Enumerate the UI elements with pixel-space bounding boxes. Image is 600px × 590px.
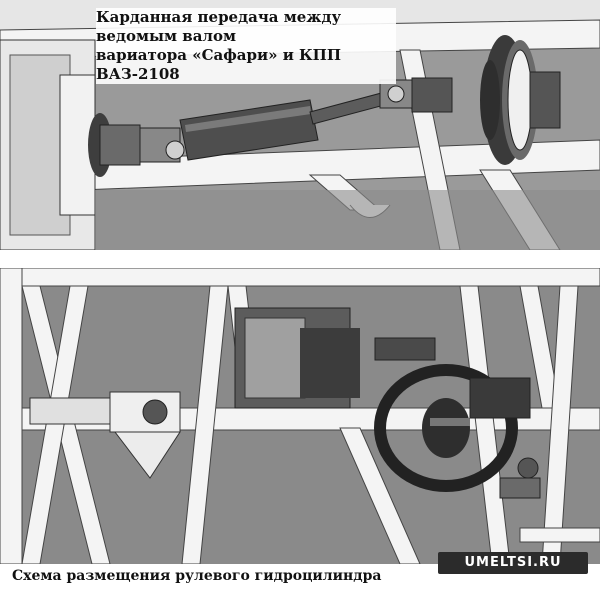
site-watermark: UMELTSI.RU [438, 552, 588, 574]
mount-bracket [113, 431, 181, 479]
brace-left-a [21, 285, 111, 564]
top-caption-line1: Карданная передача между ведомым валом [96, 8, 342, 45]
top-caption-line2: вариатора «Сафари» и КПП ВАЗ-2108 [96, 46, 342, 83]
steering-layout-drawing [0, 268, 600, 564]
steering-cylinder-illustration [0, 268, 600, 564]
frame-rail-top [0, 268, 600, 287]
cardan-shaft [374, 337, 436, 361]
cardan-drive-illustration: Карданная передача между ведомым валом в… [0, 0, 600, 250]
top-caption: Карданная передача между ведомым валом в… [96, 8, 396, 84]
cylinder-mount [142, 399, 168, 425]
brace-left-b [21, 285, 89, 564]
steering-hub [422, 398, 470, 458]
bottom-caption: Схема размещения рулевого гидроцилиндра [12, 568, 382, 584]
steering-wheel [374, 364, 518, 492]
steering-column [469, 377, 531, 419]
frame-rail-left [0, 268, 23, 564]
